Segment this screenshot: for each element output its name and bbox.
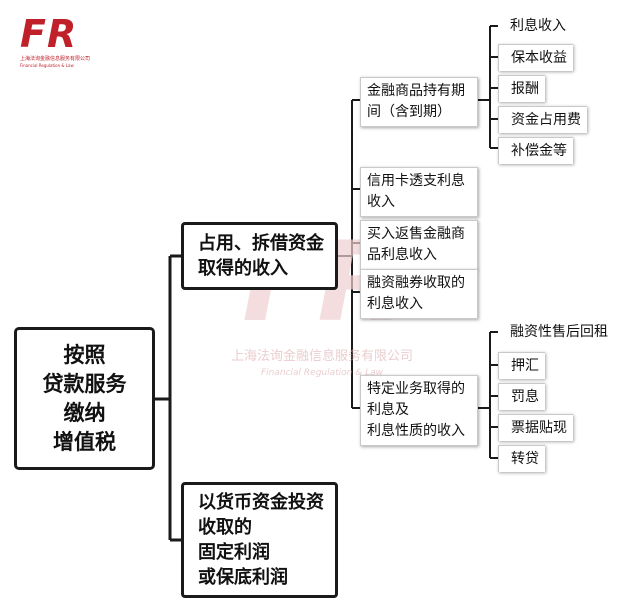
leaf-bill-discount: 票据贴现: [498, 414, 573, 441]
leaf-connector-bottom: [478, 331, 498, 459]
logo-company-cn: 上海法询金融信息服务有限公司: [20, 56, 91, 62]
sub-node-holding-period: 金融商品持有期 间（含到期）: [360, 77, 478, 127]
sub-node-credit-card: 信用卡透支利息 收入: [360, 167, 478, 217]
branch-node-label: 占用、拆借资金 取得的收入: [198, 233, 324, 279]
sub-node-special-business: 特定业务取得的 利息及 利息性质的收入: [360, 375, 478, 446]
company-logo: FR 上海法询金融信息服务有限公司 Financial Regulation &…: [20, 14, 90, 68]
branch-node-borrowing-income: 占用、拆借资金 取得的收入: [181, 222, 338, 290]
root-connector: [155, 254, 181, 542]
leaf-on-lending: 转贷: [498, 445, 545, 472]
logo-mark: FR: [20, 12, 78, 56]
sub-node-label: 特定业务取得的 利息及 利息性质的收入: [367, 381, 465, 439]
watermark-company-cn: 上海法询金融信息服务有限公司: [230, 349, 413, 364]
logo-company-en: Financial Regulation & Law: [20, 63, 74, 68]
sub-node-reverse-repo: 买入返售金融商 品利息收入: [360, 220, 478, 270]
branch-node-label: 以货币资金投资 收取的 固定利润 或保底利润: [198, 492, 324, 588]
root-node: 按照 贷款服务 缴纳 增值税: [14, 327, 155, 470]
sub-node-label: 金融商品持有期 间（含到期）: [367, 83, 465, 120]
sub-node-label: 信用卡透支利息 收入: [367, 173, 465, 210]
sub-node-margin-financing: 融资融券收取的 利息收入: [360, 269, 478, 319]
leaf-interest-income: 利息收入: [510, 18, 566, 34]
leaf-fund-occupation-fee: 资金占用费: [498, 106, 587, 133]
leaf-connector-top: [478, 25, 498, 149]
sub-node-label: 融资融券收取的 利息收入: [367, 275, 465, 312]
leaf-compensation: 补偿金等: [498, 137, 573, 164]
leaf-documentary-bill: 押汇: [498, 352, 545, 379]
root-node-label: 按照 贷款服务 缴纳 增值税: [42, 342, 127, 454]
leaf-sale-leaseback: 融资性售后回租: [510, 324, 608, 340]
branch-connector: [338, 99, 360, 409]
leaf-penalty-interest: 罚息: [498, 383, 545, 410]
leaf-remuneration: 报酬: [498, 75, 545, 102]
leaf-principal-guaranteed-return: 保本收益: [498, 44, 573, 71]
branch-node-investment-profit: 以货币资金投资 收取的 固定利润 或保底利润: [181, 482, 338, 598]
sub-node-label: 买入返售金融商 品利息收入: [367, 226, 465, 263]
watermark-company-en: Financial Regulation & Law: [260, 368, 384, 378]
